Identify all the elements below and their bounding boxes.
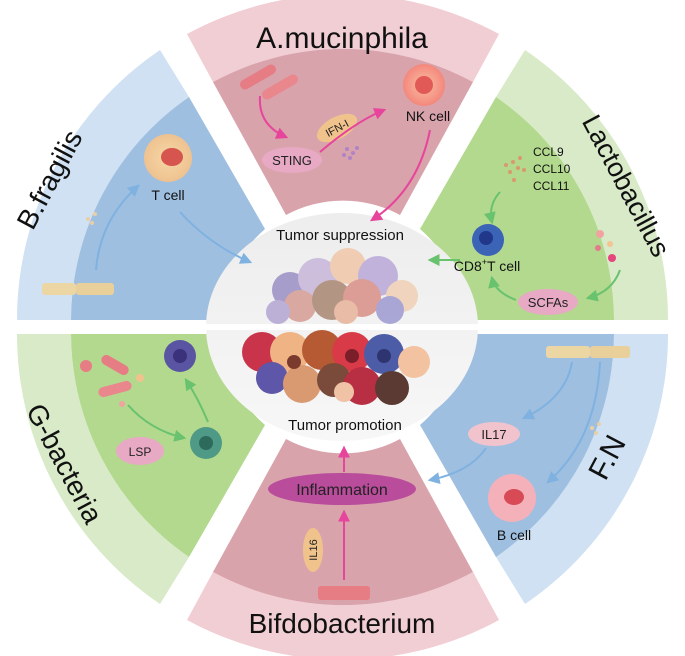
bottom-right-content: IL17 B cell [427,346,630,543]
sector-bottom-right-outer [496,334,669,604]
sting-label: STING [272,153,312,168]
center-circle: Tumor suppression Tumor promotion [206,213,478,441]
nk-cell-label: NK cell [406,108,450,124]
scfas-pill [518,289,578,315]
g-bacteria-icons [80,355,144,407]
ccl11-label: CCL11 [533,179,570,193]
bottom-left-content: LSP [80,340,222,465]
t-cell-label: T cell [151,187,184,203]
ifn-particles [342,146,359,160]
top-right-content: CCL9 CCL10 CCL11 CD8+T cell SCFAs [427,145,621,315]
bacteria-bar-icon [42,283,114,295]
b-cell-label: B cell [497,527,531,543]
inflammation-label: Inflammation [296,482,388,499]
b-cell-icon [488,474,536,522]
arrow-scfas-to-cd8 [488,275,517,301]
il17-label: IL17 [481,427,506,442]
lsp-pill [116,437,164,465]
arrow-bacteria-to-t-cell [95,184,140,271]
t-cell-icon [144,134,192,182]
bifido-bacteria-icon [318,586,370,600]
sector-bottom-right-inner [420,334,614,557]
sector-top-right-outer [496,50,669,320]
sector-bottom-right [420,334,669,604]
sector-top-right [420,50,669,320]
arrow-bacteria-to-sting [258,95,289,139]
lsp-label: LSP [129,445,152,459]
arrow-nk-to-center [369,129,431,222]
inflammation-pill [268,473,416,505]
cd8-t-cell-label: CD8+T cell [454,257,520,274]
ccl10-label: CCL10 [533,162,571,176]
sting-pill [262,147,322,173]
title-bifdobacterium: Bifdobacterium [249,608,436,639]
tumor-suppression-cluster [266,248,418,324]
arrow-green-to-purple-cell [184,378,209,423]
nk-cell-icon [403,64,445,106]
arrow-il17-to-inflammation [427,447,487,484]
arrow-ccl-to-cd8 [483,191,501,225]
sector-top-right-inner [420,97,614,320]
purple-cell-icon [164,340,196,372]
bacteria-rod-icon [240,64,298,100]
b-fragilis-particles [86,212,97,225]
il16-label: IL16 [308,539,320,560]
il17-pill [468,422,520,446]
ccl9-label: CCL9 [533,145,564,159]
sector-bottom-outer [187,572,499,656]
top-content: STING IFN-I NK cell [240,64,450,222]
arrow-fn-to-il17 [521,361,573,420]
green-cell-icon [190,427,222,459]
sector-bottom-left-outer [16,334,189,604]
title-a-mucinphila: A.mucinphila [256,22,428,55]
bottom-content: Inflammation IL16 [268,445,416,600]
sector-top-outer [187,0,499,82]
sector-top-left [16,50,265,320]
scfa-particles [595,230,616,262]
tumor-suppression-label: Tumor suppression [276,227,404,244]
scfas-label: SCFAs [528,295,569,310]
chemokine-particles [504,156,526,182]
sector-top-left-inner [71,97,265,320]
tumor-promotion-label: Tumor promotion [288,417,402,434]
tumor-promotion-cluster [242,330,430,405]
fn-particles [590,422,601,435]
ifn-pill: IFN-I [316,113,358,143]
arrow-t-cell-to-center [179,211,253,264]
fn-bacteria-icon [546,346,630,358]
arrow-particles-to-scfas [585,269,621,302]
sector-top-left-outer [16,50,189,320]
arrow-fn-to-b-cell [546,361,601,484]
cd8-t-cell-icon [472,224,504,256]
arrow-sting-to-nk [319,108,387,153]
il16-pill: IL16 [303,528,323,572]
top-left-content: T cell [42,134,253,295]
arrow-bacteria-to-green-cell [127,404,187,442]
